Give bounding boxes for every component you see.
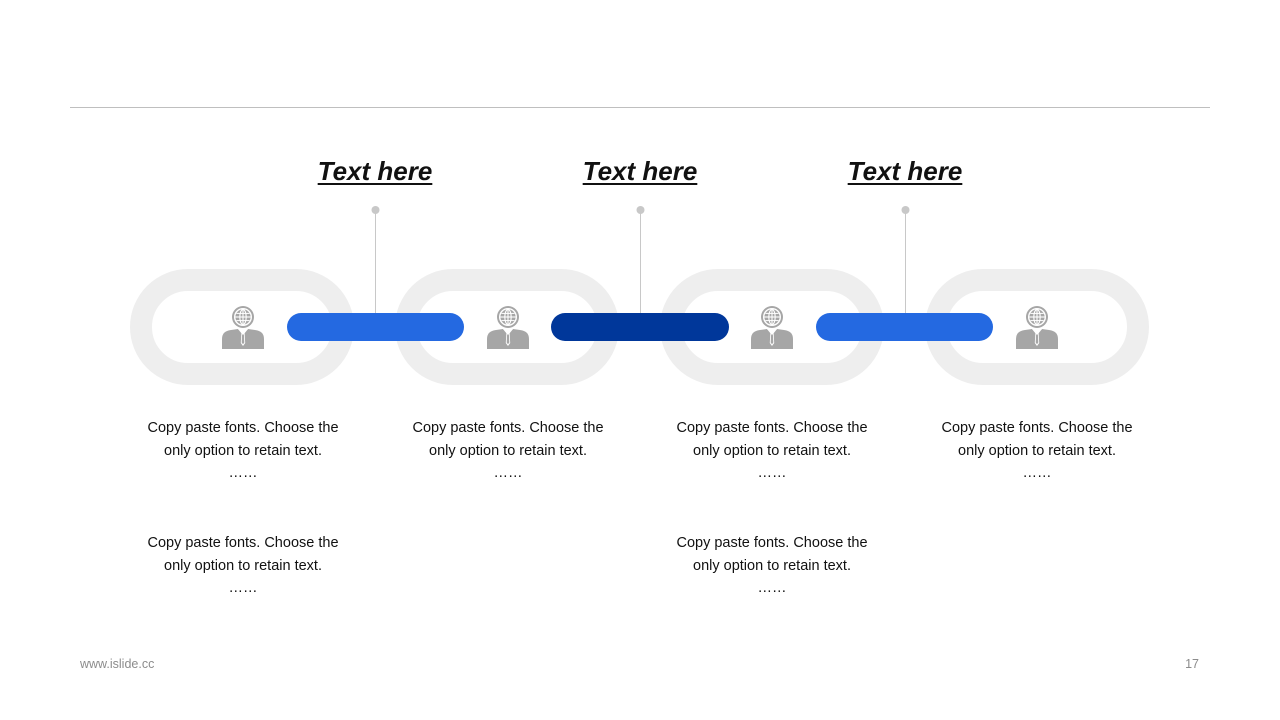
link-bar-1 bbox=[287, 313, 464, 341]
description-line: only option to retain text. bbox=[164, 558, 322, 574]
description-line: Copy paste fonts. Choose the bbox=[147, 420, 339, 436]
description-line: Copy paste fonts. Choose the bbox=[676, 535, 868, 551]
connector-dot-2 bbox=[636, 206, 645, 214]
heading-1: Text here bbox=[317, 156, 433, 186]
businessman-globe-icon bbox=[221, 305, 265, 350]
description-line: only option to retain text. bbox=[958, 443, 1116, 459]
page-number: 17 bbox=[1185, 657, 1199, 671]
description-4: Copy paste fonts. Choose the only option… bbox=[927, 417, 1147, 483]
businessman-globe-icon bbox=[486, 305, 530, 350]
description-6: Copy paste fonts. Choose the only option… bbox=[662, 532, 882, 598]
link-bar-3 bbox=[816, 313, 993, 341]
description-line: Copy paste fonts. Choose the bbox=[412, 420, 604, 436]
description-2: Copy paste fonts. Choose the only option… bbox=[398, 417, 618, 483]
description-1: Copy paste fonts. Choose the only option… bbox=[133, 417, 353, 483]
link-bar-2 bbox=[551, 313, 729, 341]
description-3: Copy paste fonts. Choose the only option… bbox=[662, 417, 882, 483]
description-ellipsis: …… bbox=[228, 465, 258, 481]
heading-2: Text here bbox=[582, 156, 698, 186]
businessman-globe-icon bbox=[1015, 305, 1059, 350]
description-ellipsis: …… bbox=[228, 580, 258, 596]
description-line: only option to retain text. bbox=[164, 443, 322, 459]
businessman-globe-icon bbox=[750, 305, 794, 350]
description-ellipsis: …… bbox=[493, 465, 523, 481]
description-5: Copy paste fonts. Choose the only option… bbox=[133, 532, 353, 598]
description-ellipsis: …… bbox=[757, 465, 787, 481]
top-divider bbox=[70, 107, 1210, 108]
description-line: Copy paste fonts. Choose the bbox=[147, 535, 339, 551]
description-line: Copy paste fonts. Choose the bbox=[941, 420, 1133, 436]
description-line: Copy paste fonts. Choose the bbox=[676, 420, 868, 436]
footer-url[interactable]: www.islide.cc bbox=[80, 657, 155, 671]
description-ellipsis: …… bbox=[1022, 465, 1052, 481]
description-ellipsis: …… bbox=[757, 580, 787, 596]
connector-dot-3 bbox=[901, 206, 910, 214]
description-line: only option to retain text. bbox=[693, 443, 851, 459]
heading-3: Text here bbox=[847, 156, 963, 186]
connector-dot-1 bbox=[371, 206, 380, 214]
description-line: only option to retain text. bbox=[693, 558, 851, 574]
description-line: only option to retain text. bbox=[429, 443, 587, 459]
